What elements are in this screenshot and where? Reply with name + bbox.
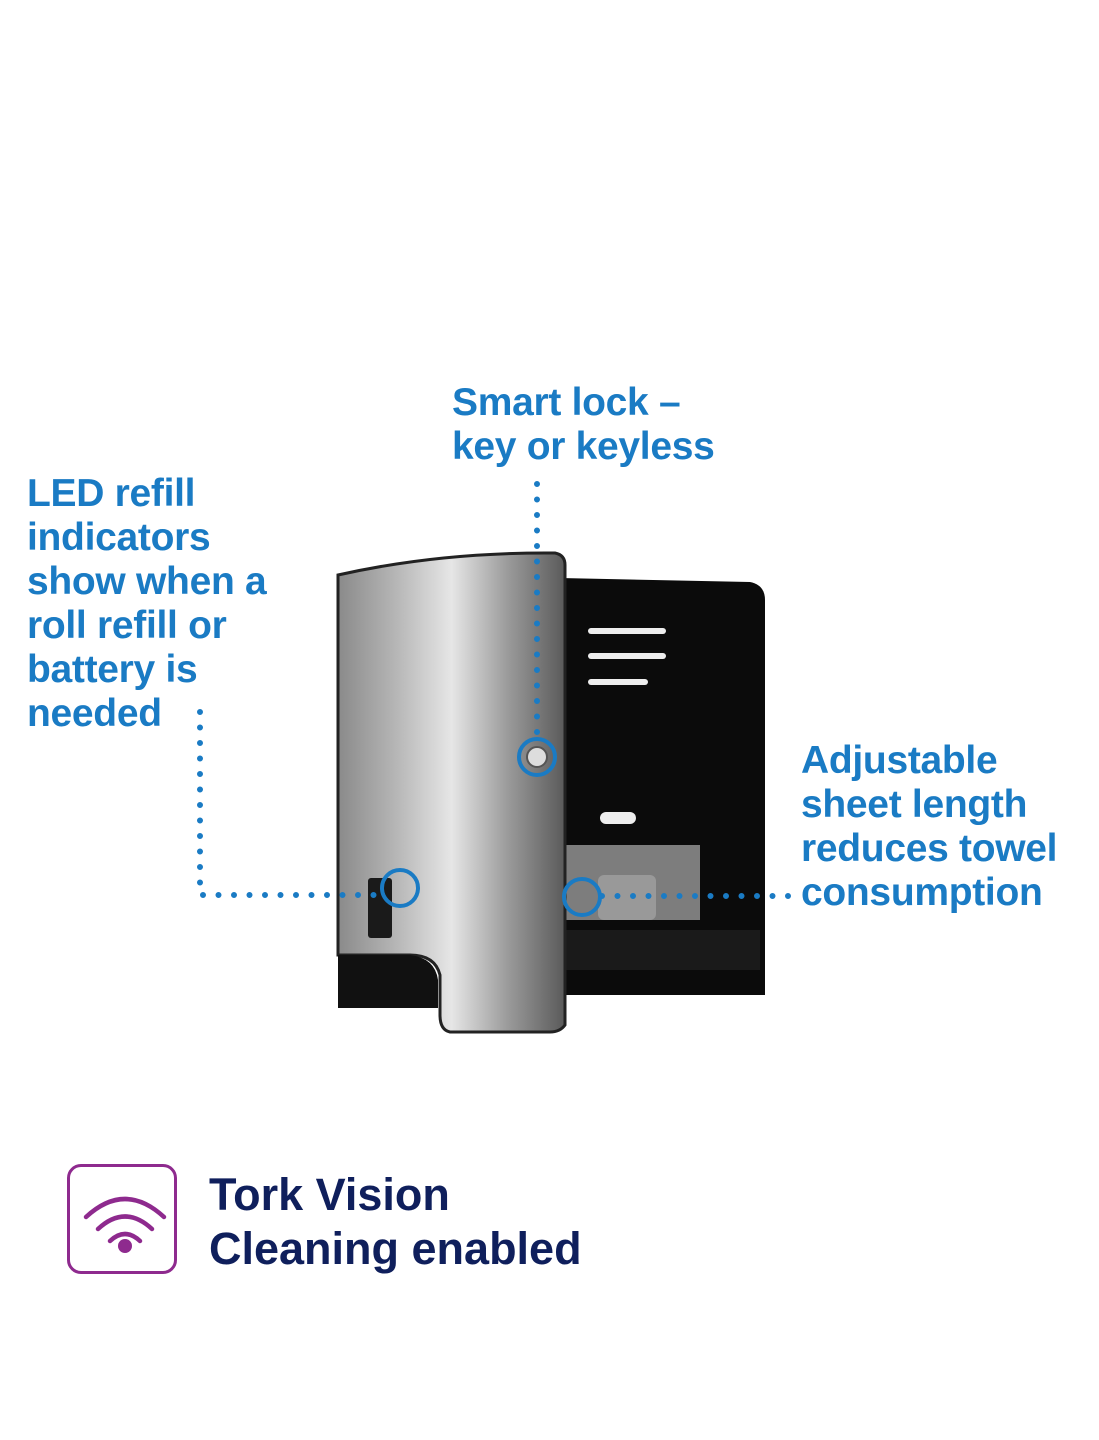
callout-line: consumption (801, 871, 1043, 914)
callout-line: roll refill or (27, 604, 227, 647)
dispenser-body (336, 551, 567, 1034)
sheet-length-callout: Adjustable sheet length reduces towel co… (801, 739, 1058, 915)
led-leader (197, 709, 383, 898)
tork-vision-badge (67, 1164, 177, 1274)
callout-line: LED refill (27, 472, 196, 515)
tork-vision-text: Tork Vision Cleaning enabled (209, 1168, 582, 1276)
callout-line: Adjustable (801, 739, 998, 782)
smart-lock-callout: Smart lock – key or keyless (452, 381, 715, 469)
callout-line: reduces towel (801, 827, 1058, 870)
callout-line: sheet length (801, 783, 1028, 826)
led-callout: LED refill indicators show when a roll r… (27, 472, 267, 736)
sheet-marker (562, 877, 602, 917)
callout-line: battery is (27, 648, 198, 691)
dispenser-interior (560, 578, 765, 995)
callout-line: needed (27, 692, 162, 735)
smart-lock-marker (517, 737, 557, 777)
callout-line: Smart lock – (452, 381, 681, 424)
tork-vision-title: Tork Vision (209, 1169, 450, 1220)
callout-line: key or keyless (452, 425, 715, 468)
callout-line: show when a (27, 560, 267, 603)
tork-vision-subtitle: Cleaning enabled (209, 1223, 582, 1274)
wifi-icon (83, 1196, 167, 1253)
led-marker (380, 868, 420, 908)
callout-line: indicators (27, 516, 211, 559)
